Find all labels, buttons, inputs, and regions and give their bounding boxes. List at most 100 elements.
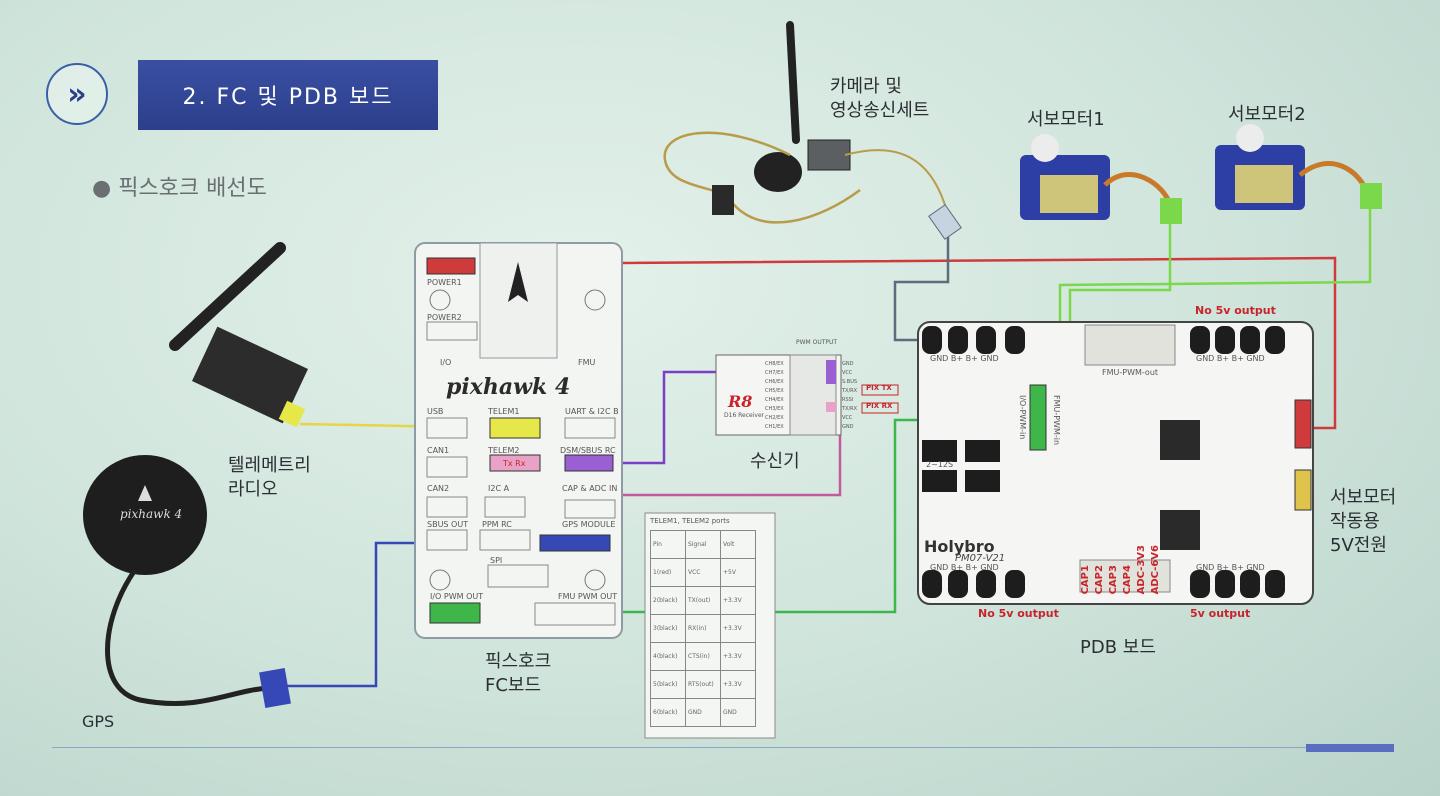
signal-label: TX/RX — [842, 406, 858, 412]
table-cell: +3.3V — [720, 642, 756, 671]
receiver-logo: R8 — [728, 392, 753, 411]
table-cell: +3.3V — [720, 614, 756, 643]
port-fmu-pwm-out-label: FMU PWM OUT — [558, 592, 618, 601]
signal-label: RSSI — [842, 397, 854, 403]
fc-brand: pixhawk 4 — [446, 374, 571, 400]
double-chevron-right-icon[interactable]: » — [46, 63, 108, 125]
pdb-io-pwm-in: I/O-PWM-in — [1018, 395, 1027, 440]
signal-label: S.BUS — [842, 379, 858, 385]
port-uart-i2c-b-label: UART & I2C B — [565, 407, 619, 416]
pdb-fmu-pwm-out: FMU-PWM-out — [1102, 368, 1159, 377]
table-cell: RTS(out) — [685, 670, 721, 699]
pdb-model: PM07-V21 — [955, 553, 1006, 564]
fc-board-label-line2: FC보드 — [485, 675, 542, 696]
port-telem2-label: TELEM2 — [488, 446, 520, 455]
table-cell: CTS(in) — [685, 642, 721, 671]
pdb-fmu-pwm-in: FMU-PWM-in — [1052, 395, 1061, 446]
table-row: 4(black) CTS(in) +3.3V — [650, 642, 756, 671]
pix-tx-label: PIX TX — [866, 384, 892, 392]
port-power1-label: POWER1 — [427, 278, 462, 287]
table-row: 1(red) VCC +5V — [650, 558, 756, 587]
channel-label: CH4/EX — [765, 397, 784, 403]
servo-motor1-icon — [1020, 134, 1182, 224]
cap-label: CAP2 — [1094, 565, 1105, 595]
table-cell: +3.3V — [720, 586, 756, 615]
pdb-gnd-b-bottom: GND B+ B+ GND — [930, 563, 999, 572]
table-cell: GND — [720, 698, 756, 727]
pdb-label: PDB 보드 — [1080, 637, 1156, 658]
port-gps-module-label: GPS MODULE — [562, 520, 616, 529]
fc-board-label-line1: 픽스호크 — [485, 651, 552, 672]
status-fmu-label: FMU — [578, 358, 596, 367]
cap-label: CAP1 — [1080, 565, 1091, 595]
slide-title: 2. FC 및 PDB 보드 — [138, 60, 438, 130]
port-io-pwm-out-label: I/O PWM OUT — [430, 592, 484, 601]
footer-divider — [52, 747, 1392, 748]
status-io-label: I/O — [440, 358, 452, 367]
signal-label: VCC — [842, 415, 853, 421]
table-row: 5(black) RTS(out) +3.3V — [650, 670, 756, 699]
servo-power-label: 서보모터 작동용 5V전원 — [1330, 486, 1396, 558]
receiver-pwm-output: PWM OUTPUT — [796, 339, 838, 346]
channel-label: CH1/EX — [765, 424, 784, 430]
port-can2-label: CAN2 — [427, 484, 450, 493]
5v-output-note: 5v output — [1190, 607, 1251, 620]
channel-label: CH5/EX — [765, 388, 784, 394]
table-row: 3(black) RX(in) +3.3V — [650, 614, 756, 643]
wire-servo1 — [1068, 212, 1172, 330]
channel-label: CH3/EX — [765, 406, 784, 412]
servo-power-line2: 작동용 — [1330, 511, 1380, 532]
no-5v-top-note: No 5v output — [1195, 304, 1276, 317]
pdb-gnd-b-top-right: GND B+ B+ GND — [1196, 354, 1265, 363]
telemetry-radio-icon — [169, 242, 308, 428]
telemetry-label-line1: 텔레메트리 — [228, 455, 311, 476]
wire-servo2 — [1058, 202, 1372, 330]
port-cap-adc-label: CAP & ADC IN — [562, 484, 618, 493]
receiver-board — [715, 354, 899, 436]
table-cell: 5(black) — [650, 670, 686, 699]
port-usb-label: USB — [427, 407, 444, 416]
port-can1-label: CAN1 — [427, 446, 450, 455]
receiver-label: 수신기 — [750, 451, 800, 472]
channel-label: CH7/EX — [765, 370, 784, 376]
pdb-gnd-b-top: GND B+ B+ GND — [930, 354, 999, 363]
cap-label: CAP3 — [1108, 565, 1119, 595]
pdb-cap-labels: CAP1 CAP2 CAP3 CAP4 ADC-3V3 ADC-6V6 — [1080, 545, 1161, 594]
port-telem1-label: TELEM1 — [488, 407, 520, 416]
table-cell: 1(red) — [650, 558, 686, 587]
port-sbus-out-label: SBUS OUT — [427, 520, 469, 529]
table-header-cell: Signal — [685, 530, 721, 559]
wire-power-red — [469, 256, 1337, 430]
port-i2c-a-label: I2C A — [488, 484, 510, 493]
port-ppm-rc-label: PPM RC — [482, 520, 512, 529]
table-row: 6(black) GND GND — [650, 698, 756, 727]
signal-label: VCC — [842, 370, 853, 376]
pdb-brand: Holybro — [924, 537, 995, 556]
receiver-model: D16 Receiver — [724, 412, 765, 419]
pdb-board — [917, 321, 1314, 605]
pix-rx-label: PIX RX — [866, 402, 893, 410]
wire-camera-gray — [893, 230, 950, 342]
telem2-pin-label: Tx Rx — [503, 459, 526, 468]
table-cell: RX(in) — [685, 614, 721, 643]
signal-label: GND — [842, 361, 854, 367]
signal-label: TX/RX — [842, 388, 858, 394]
port-power2-label: POWER2 — [427, 313, 462, 322]
table-header-cell: Pin — [650, 530, 686, 559]
telem-table-title: TELEM1, TELEM2 ports — [650, 517, 730, 525]
cap-label: ADC-6V6 — [1150, 545, 1161, 595]
cap-label: CAP4 — [1122, 565, 1133, 595]
camera-vtx-icon — [663, 21, 962, 240]
pdb-battery-label: 2~12S — [926, 460, 954, 469]
pdb-gnd-b-bottom-right: GND B+ B+ GND — [1196, 563, 1265, 572]
cap-label: ADC-3V3 — [1136, 545, 1147, 595]
table-cell: +5V — [720, 558, 756, 587]
pixhawk-fc-board — [414, 242, 623, 639]
gps-label: GPS — [82, 712, 115, 731]
channel-label: CH8/EX — [765, 361, 784, 367]
signal-label: GND — [842, 424, 854, 430]
no-5v-bottom-note: No 5v output — [978, 607, 1059, 620]
table-row: 2(black) TX(out) +3.3V — [650, 586, 756, 615]
table-cell: VCC — [685, 558, 721, 587]
bullet-text: ● 픽스호크 배선도 — [92, 176, 267, 201]
